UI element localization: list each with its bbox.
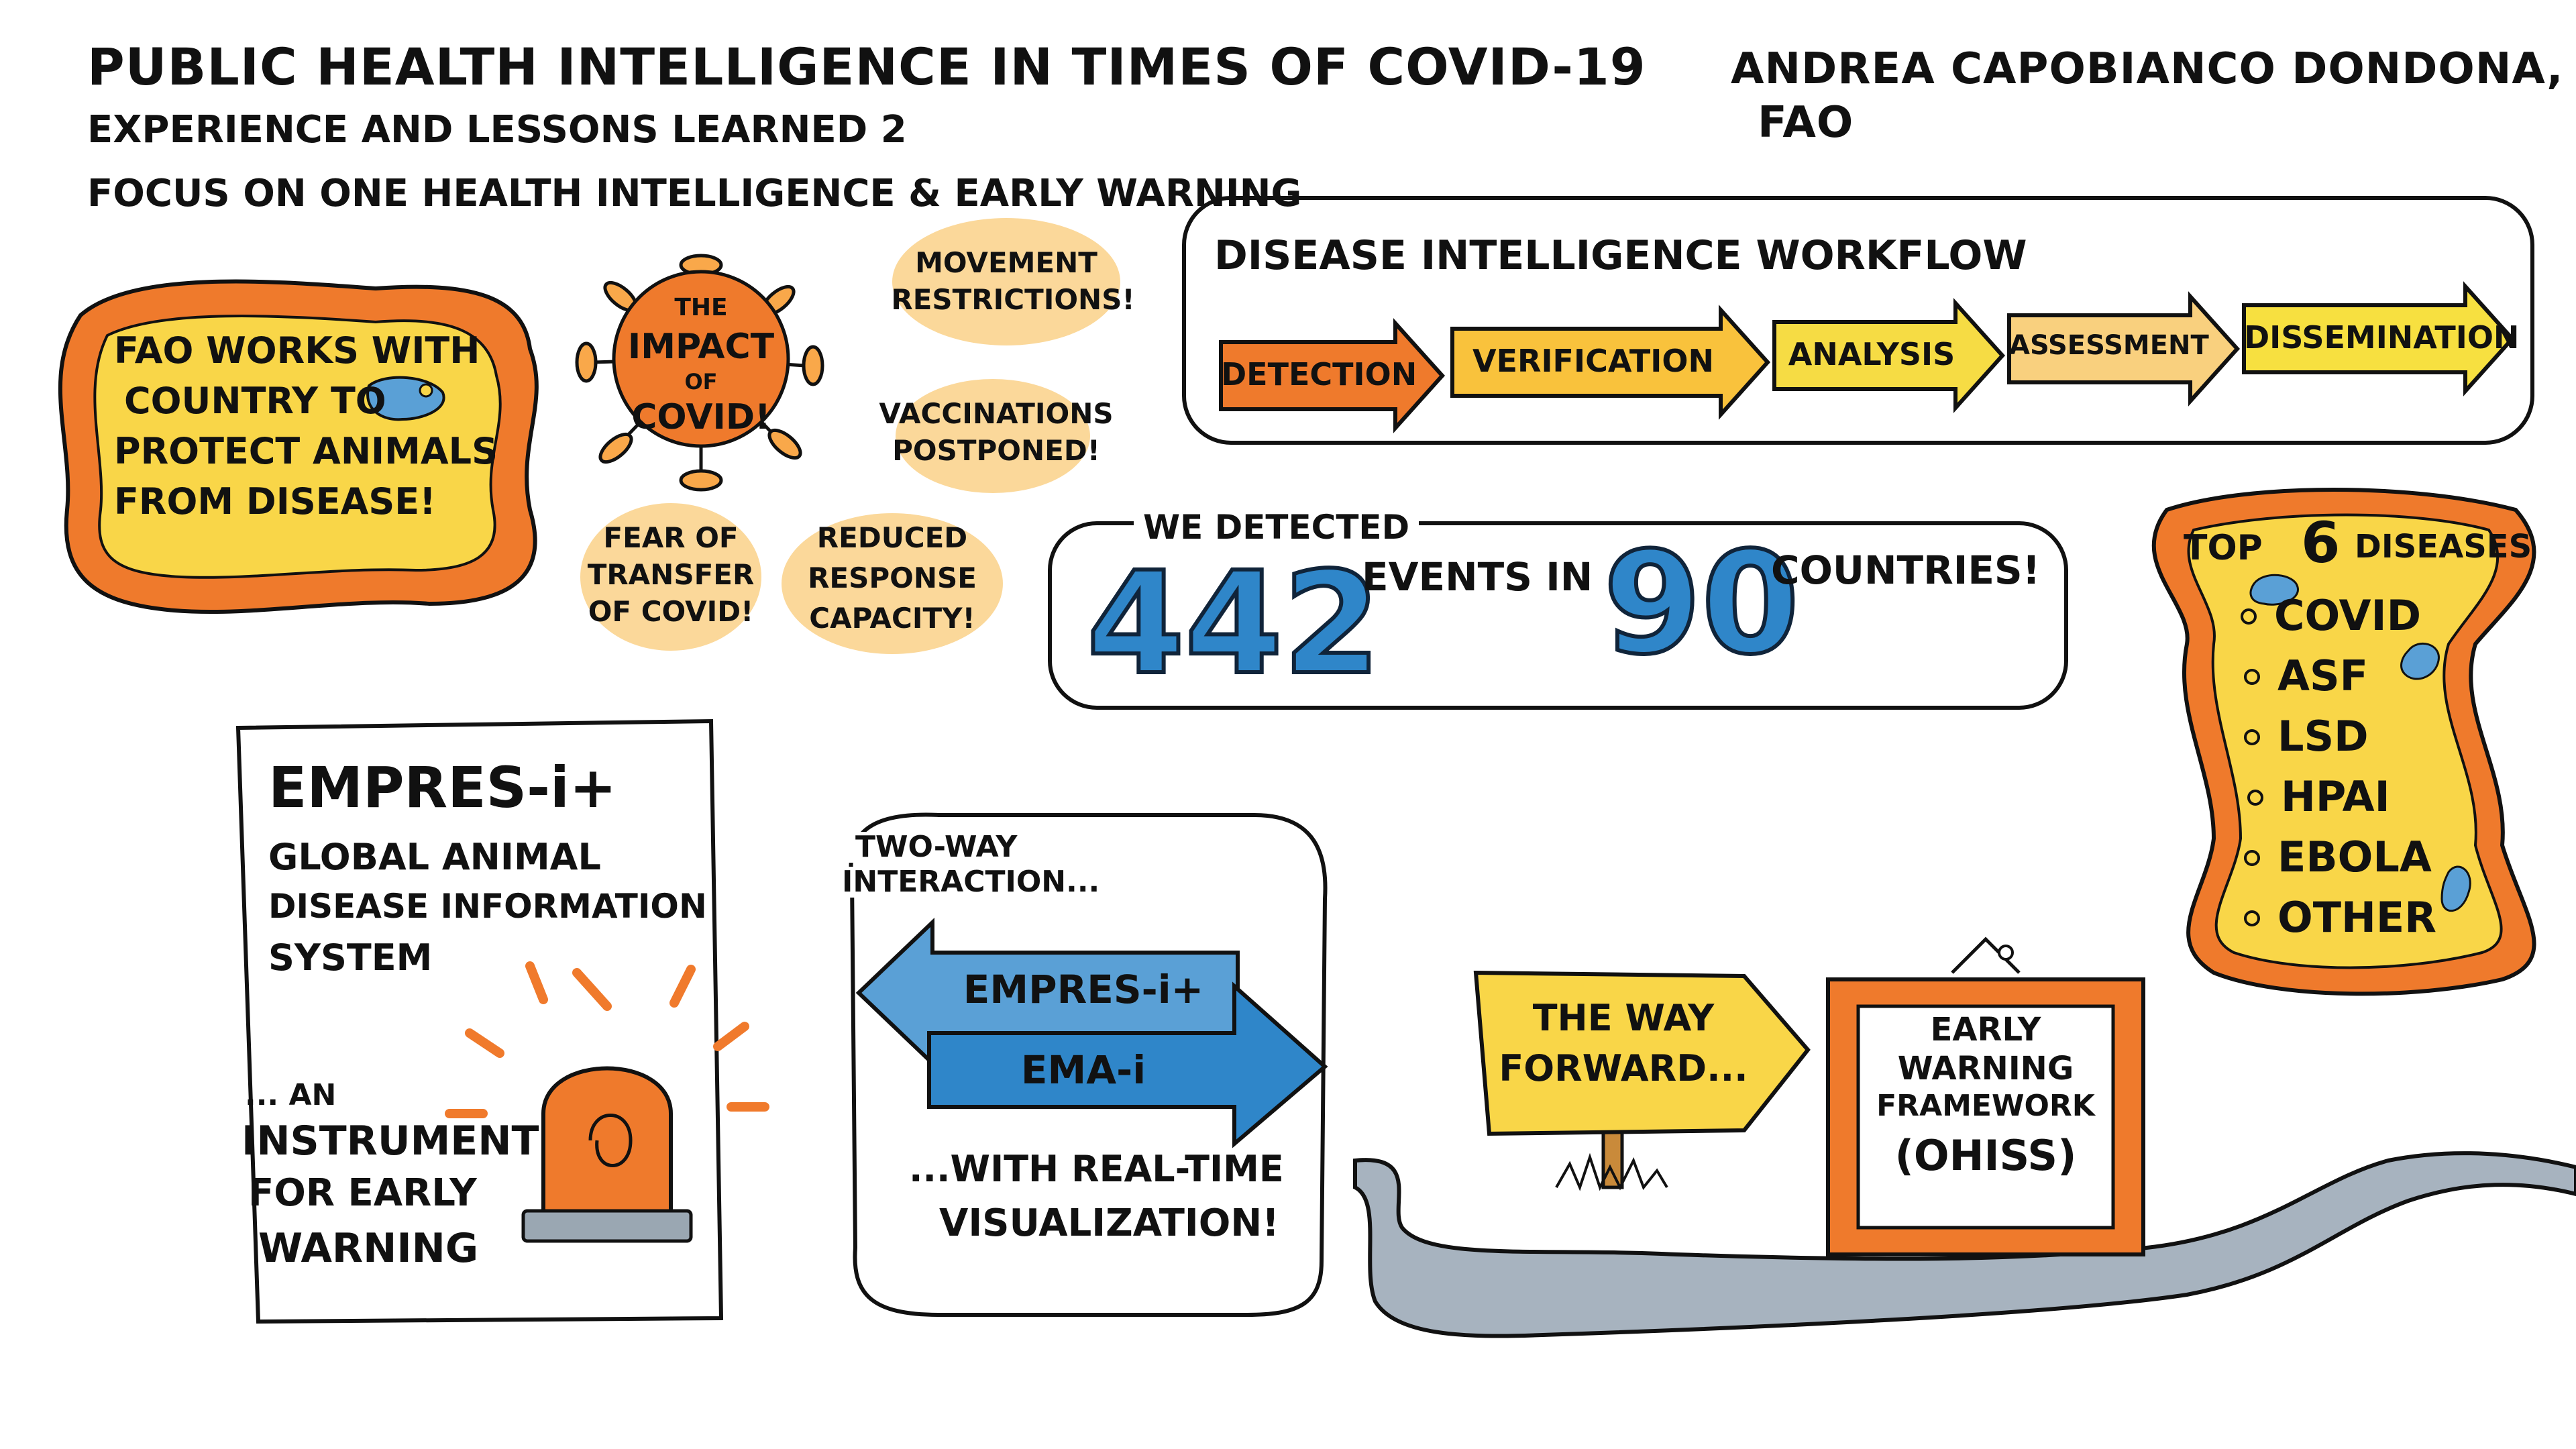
river-path: [1353, 1151, 2576, 1338]
framework-line-4: (OHISS): [1894, 1131, 2077, 1180]
impact-fear-line-2: TRANSFER: [587, 558, 755, 591]
fao-line-1: FAO WORKS WITH: [114, 329, 480, 372]
empres-panel: [235, 718, 724, 1324]
interaction-top-1: TWO-WAY: [849, 831, 1024, 863]
top-diseases-title-pre: TOP: [2184, 528, 2263, 568]
top-diseases-title-num: 6: [2301, 510, 2341, 576]
workflow-arrow-dissemination: [2242, 281, 2516, 396]
author-name: ANDREA CAPOBIANCO DONDONA,: [1731, 44, 2564, 94]
disease-item: OTHER: [2277, 893, 2436, 942]
impact-capacity-line-2: RESPONSE: [808, 561, 977, 594]
covid-virus-icon: [575, 254, 824, 492]
impact-bubble-fear: [580, 503, 761, 651]
workflow-box: [1182, 196, 2534, 445]
way-forward-line-2: FORWARD...: [1499, 1047, 1748, 1089]
empres-instrument-3: FOR EARLY: [248, 1171, 477, 1215]
empres-desc-2: DISEASE INFORMATION: [268, 887, 707, 926]
fao-blob: [58, 279, 539, 614]
interaction-bottom-1: ...WITH REAL-TIME: [909, 1148, 1284, 1190]
framework-line-3: FRAMEWORK: [1876, 1089, 2095, 1123]
disease-bullet: [2244, 910, 2260, 926]
arrow-left-label: EMPRES-i+: [963, 967, 1204, 1012]
disease-item: LSD: [2277, 712, 2369, 761]
impact-fear-line-3: OF COVID!: [588, 595, 754, 628]
impact-bubbles: [580, 218, 1120, 654]
impact-bubble-capacity: [782, 513, 1003, 654]
workflow-arrow-analysis: [1772, 298, 2006, 413]
workflow-step-verification: VERIFICATION: [1472, 343, 1714, 379]
workflow-arrow-verification: [1450, 305, 1771, 420]
impact-vaccinations-line-1: VACCINATIONS: [879, 397, 1114, 430]
page-subtitle: EXPERIENCE AND LESSONS LEARNED 2: [87, 108, 907, 152]
workflow-step-assessment: ASSESSMENT: [2009, 330, 2209, 361]
disease-bullet: [2247, 790, 2263, 806]
workflow-step-dissemination: DISSEMINATION: [2244, 319, 2520, 356]
disease-item: ASF: [2277, 651, 2368, 700]
way-forward-sign: [1473, 970, 1811, 1191]
fao-line-3: PROTECT ANIMALS: [114, 430, 498, 472]
covid-line-4: COVID!: [631, 397, 771, 437]
impact-bubble-vaccinations: [896, 379, 1090, 493]
disease-item: EBOLA: [2277, 833, 2432, 881]
impact-capacity-line-1: REDUCED: [816, 521, 968, 554]
covid-line-3: OF: [684, 369, 718, 394]
interaction-bottom-2: VISUALIZATION!: [939, 1201, 1279, 1245]
workflow-arrow-detection: [1219, 318, 1446, 433]
stats-intro: WE DETECTED: [1134, 510, 1419, 545]
author-organization: FAO: [1758, 98, 1854, 148]
disease-bullet: [2241, 608, 2257, 625]
disease-bullet: [2244, 729, 2260, 745]
covid-line-2: IMPACT: [627, 327, 775, 367]
interaction-top-2: INTERACTION...: [835, 866, 1107, 898]
framework-line-2: WARNING: [1897, 1050, 2074, 1087]
workflow-arrows: [1219, 281, 2516, 433]
empres-desc-3: SYSTEM: [268, 936, 433, 979]
countries-count: 90: [1601, 521, 1801, 686]
covid-line-1: THE: [674, 294, 728, 321]
stats-box: [1048, 521, 2068, 710]
disease-item: COVID: [2274, 591, 2422, 640]
arrow-right: [927, 981, 1328, 1148]
way-forward-line-1: THE WAY: [1532, 997, 1715, 1039]
workflow-title: DISEASE INTELLIGENCE WORKFLOW: [1214, 232, 2027, 279]
alarm-siren-icon: [445, 961, 769, 1243]
fao-line-4: FROM DISEASE!: [114, 480, 436, 523]
page-title: PUBLIC HEALTH INTELLIGENCE IN TIMES OF C…: [87, 37, 1646, 97]
arrow-right-label: EMA-i: [1020, 1047, 1146, 1093]
workflow-step-analysis: ANALYSIS: [1788, 336, 1955, 372]
workflow-step-detection: DETECTION: [1221, 356, 1417, 392]
top-diseases-title-post: DISEASES: [2355, 528, 2532, 566]
disease-bullet: [2244, 669, 2260, 685]
two-way-arrows: [855, 917, 1328, 1148]
empres-instrument-2: INSTRUMENT: [241, 1118, 539, 1165]
empres-instrument-4: WARNING: [258, 1225, 479, 1272]
events-count: 442: [1085, 541, 1383, 706]
countries-label: COUNTRIES!: [1771, 547, 2041, 593]
interaction-panel: [849, 812, 1328, 1317]
disease-bullet: [2244, 850, 2260, 866]
impact-vaccinations-line-2: POSTPONED!: [892, 434, 1100, 467]
impact-movement-line-1: MOVEMENT: [915, 246, 1097, 279]
empres-instrument-1: ... AN: [245, 1078, 337, 1112]
page-focus: FOCUS ON ONE HEALTH INTELLIGENCE & EARLY…: [87, 172, 1302, 215]
events-label: EVENTS IN: [1362, 554, 1593, 600]
impact-fear-line-1: FEAR OF: [603, 521, 739, 554]
impact-capacity-line-3: CAPACITY!: [809, 602, 975, 635]
impact-movement-line-2: RESTRICTIONS!: [891, 283, 1135, 316]
workflow-arrow-assessment: [2007, 291, 2241, 407]
empres-desc-1: GLOBAL ANIMAL: [268, 836, 601, 878]
framework-frame: [1826, 936, 2145, 1256]
fao-line-2: COUNTRY TO: [124, 380, 386, 422]
empres-title: EMPRES-i+: [268, 755, 617, 820]
impact-bubble-movement: [892, 218, 1120, 345]
framework-line-1: EARLY: [1930, 1011, 2041, 1049]
disease-item: HPAI: [2281, 772, 2390, 821]
